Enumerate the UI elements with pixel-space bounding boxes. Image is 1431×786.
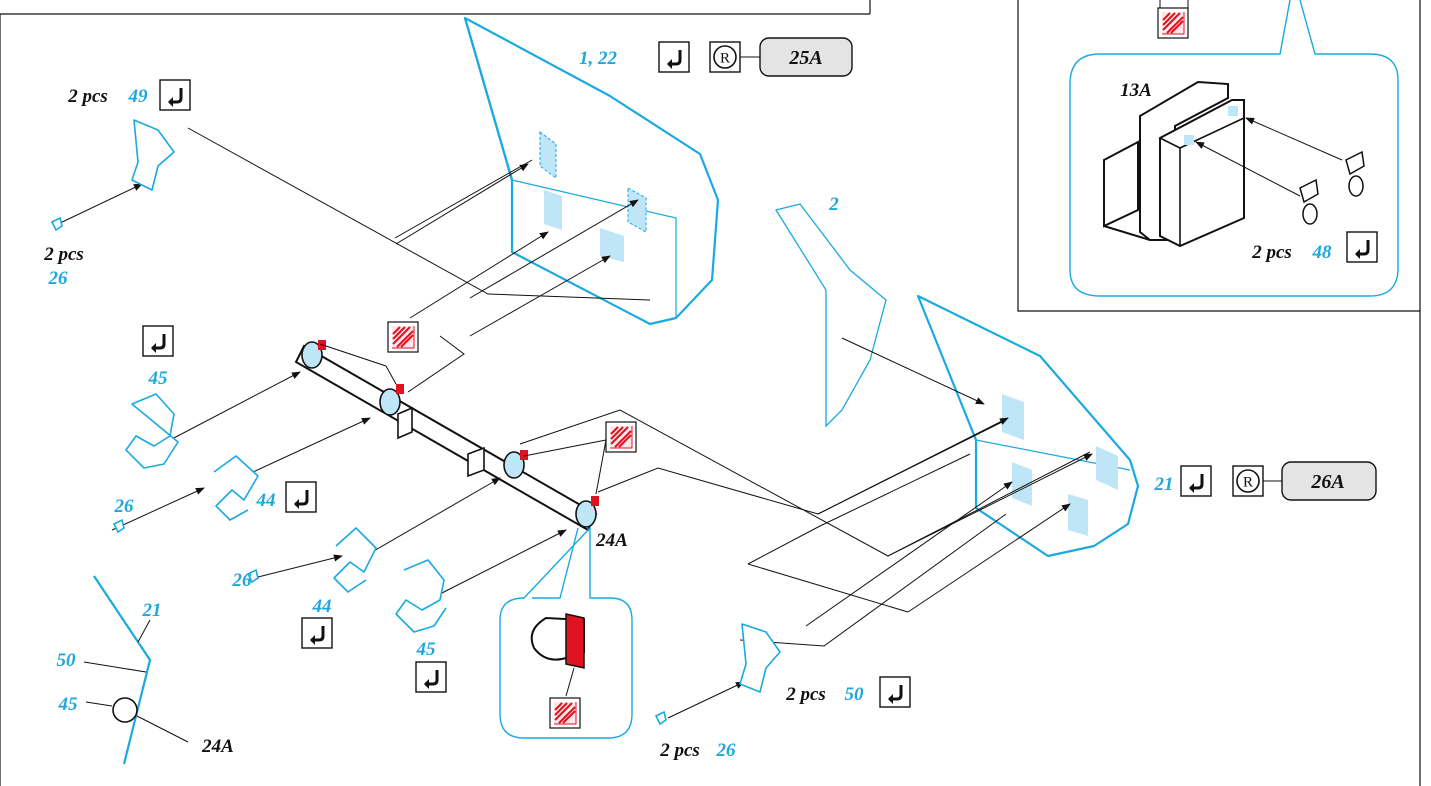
label-24A-a: 24A — [595, 530, 628, 551]
paint-swatch-icon — [387, 321, 419, 353]
glue-arrow-icon — [158, 78, 192, 112]
label-45-a: 45 — [148, 368, 169, 389]
label-2pcs-26-b: 2 pcs — [659, 740, 700, 761]
label-1-22: 1, 22 — [579, 48, 618, 69]
inset-13A — [1069, 0, 1399, 297]
paint-swatch-icon — [549, 697, 581, 729]
label-24A-b: 24A — [201, 736, 234, 757]
glue-arrow-icon — [878, 675, 912, 709]
glue-arrow-icon — [300, 616, 334, 650]
part-48-clip — [1299, 150, 1365, 225]
label-13A: 13A — [1120, 80, 1152, 101]
label-26-b: 26 — [114, 496, 135, 517]
label-50-a: 50 — [845, 684, 865, 705]
registered-r-icon — [709, 41, 741, 73]
label-2: 2 — [828, 194, 839, 215]
part-2-panel — [774, 203, 887, 428]
label-2pcs-26: 2 pcs — [43, 244, 84, 265]
label-48: 48 — [1312, 242, 1333, 263]
label-2pcs-50: 2 pcs — [785, 684, 826, 705]
detail-circle-24A — [499, 526, 633, 739]
glue-arrow-icon — [141, 324, 175, 358]
label-26-a: 26 — [48, 268, 69, 289]
part-26A-panel — [916, 294, 1140, 558]
glue-arrow-icon — [414, 660, 448, 694]
label-26-c: 26 — [232, 570, 253, 591]
glue-arrow-icon — [284, 480, 318, 514]
label-45-c: 45 — [58, 694, 79, 715]
rod-24A — [294, 340, 599, 532]
label-44-a: 44 — [256, 490, 276, 511]
cross-section — [83, 575, 189, 765]
label-45-b: 45 — [416, 639, 437, 660]
glue-arrow-icon — [1179, 464, 1213, 498]
glue-arrow-icon — [657, 40, 691, 74]
glue-arrow-icon — [1345, 230, 1379, 264]
pill-26A — [1281, 461, 1377, 501]
label-26A: 26A — [1310, 471, 1344, 493]
label-2pcs-49: 2 pcs — [67, 86, 108, 107]
label-44-b: 44 — [312, 596, 332, 617]
pill-25A — [759, 37, 853, 77]
label-25A: 25A — [788, 47, 822, 69]
label-49: 49 — [128, 86, 149, 107]
label-2pcs-48: 2 pcs — [1251, 242, 1292, 263]
part-25A-panel — [463, 16, 720, 326]
paint-swatch-icon — [605, 421, 637, 453]
label-50-b: 50 — [57, 650, 77, 671]
paint-swatch-icon — [1157, 7, 1189, 39]
label-21-a: 21 — [1154, 474, 1174, 495]
screws-26 — [50, 216, 667, 726]
brackets — [125, 119, 781, 693]
registered-r-icon — [1232, 465, 1264, 497]
label-26-d: 26 — [716, 740, 737, 761]
label-21-b: 21 — [142, 600, 162, 621]
